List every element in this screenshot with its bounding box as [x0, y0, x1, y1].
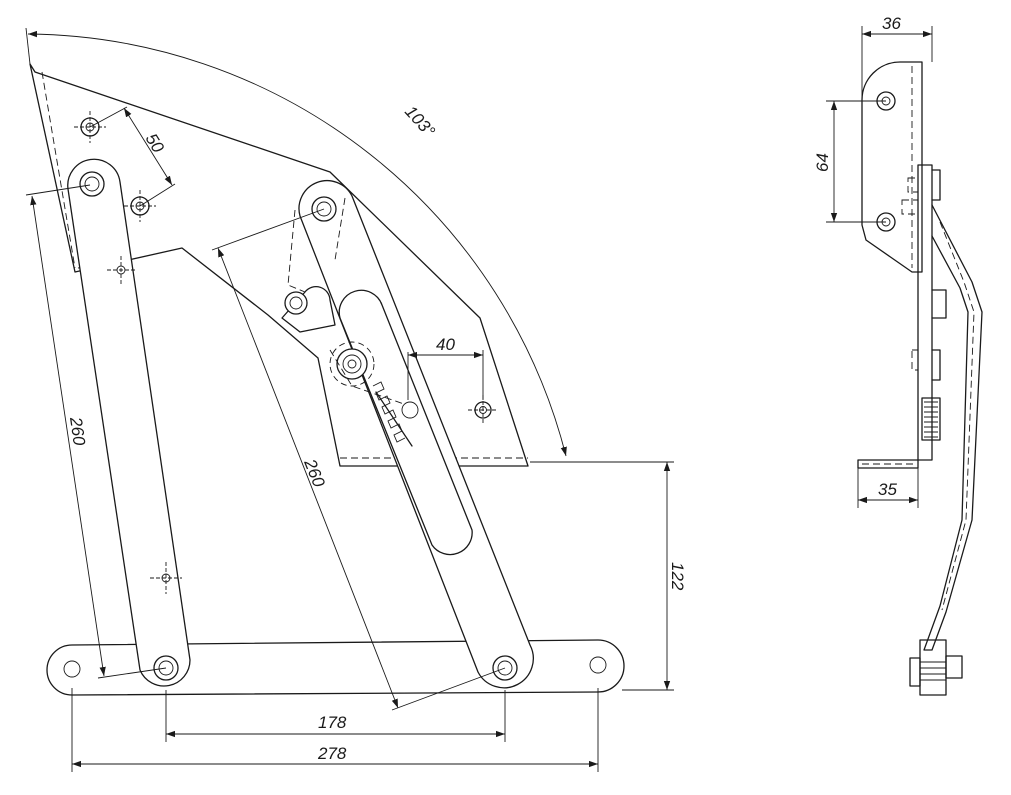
side-view: 36 64 35 [813, 14, 983, 696]
dimension-left-arm: 260 [25, 184, 167, 679]
outer-span-label: 278 [317, 744, 347, 763]
side-width-label: 36 [882, 14, 901, 33]
dimension-inner-span: 178 [165, 690, 506, 742]
dimension-side-base: 35 [857, 468, 919, 508]
side-bottom-pivot [909, 639, 963, 696]
height-label: 122 [668, 562, 687, 591]
dimension-slot-offset: 40 [407, 335, 484, 400]
side-base-width-label: 35 [878, 480, 897, 499]
dimension-side-width: 36 [861, 14, 933, 98]
side-plate-upper [861, 61, 923, 273]
inner-pivot-span-label: 178 [318, 713, 347, 732]
slot-offset-label: 40 [436, 335, 455, 354]
center-arm [287, 179, 534, 689]
hole-left-arm-mid [150, 562, 182, 594]
dimension-height: 122 [622, 462, 687, 691]
center-arm-length-label: 260 [300, 455, 329, 490]
dimension-outer-span: 278 [71, 688, 599, 772]
hole-offset-label: 50 [142, 130, 168, 157]
bottom-bar [46, 639, 625, 696]
side-hole-spacing-label: 64 [813, 153, 832, 172]
side-foot [857, 459, 919, 469]
side-post [901, 164, 947, 461]
front-view: 103° 50 40 260 260 [25, 27, 687, 772]
dimension-side-hole-spacing: 64 [813, 100, 886, 223]
angle-label: 103° [401, 102, 439, 141]
side-cranked-arm [923, 204, 983, 651]
left-arm-length-label: 260 [66, 415, 89, 447]
